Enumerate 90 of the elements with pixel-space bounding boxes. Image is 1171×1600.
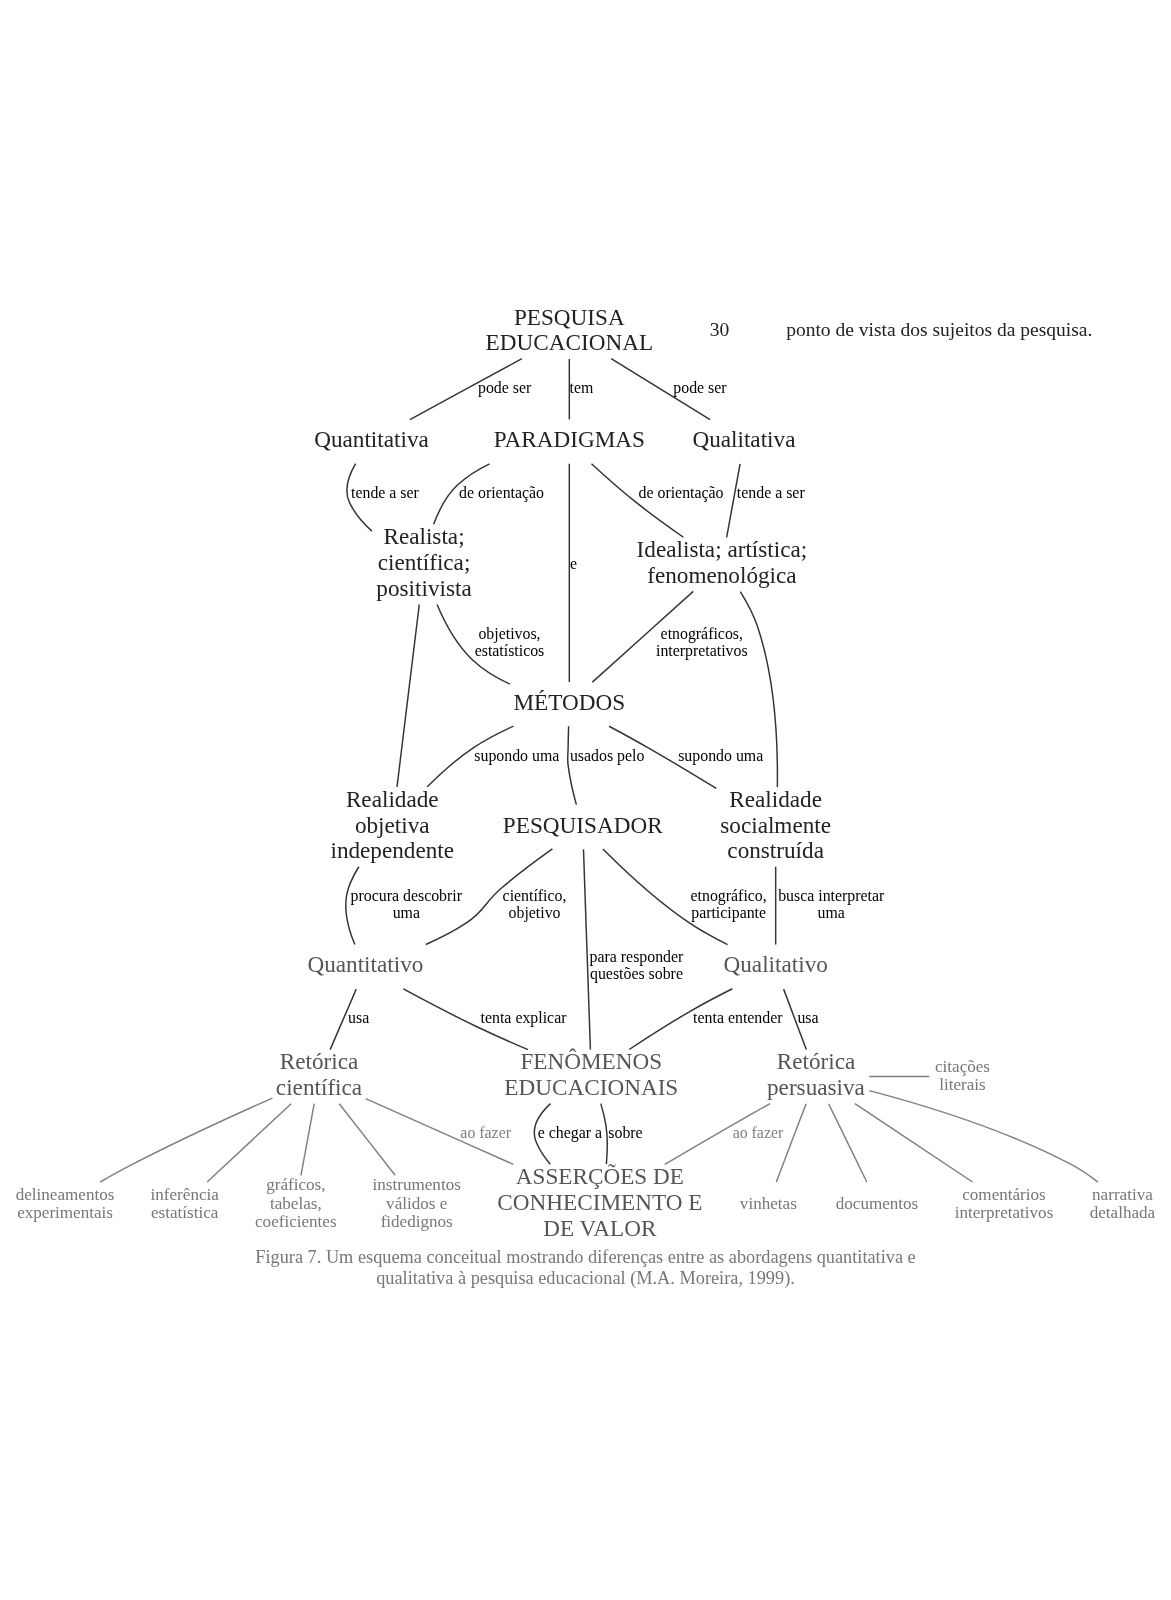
node-text: Realidade objetiva independente (330, 785, 455, 864)
connector (739, 590, 779, 788)
edge-label: supondo uma (474, 746, 560, 764)
connector (206, 1102, 292, 1183)
connector (775, 1102, 807, 1183)
connector (582, 848, 592, 1051)
edge-label: pode ser (477, 379, 532, 397)
edge-label: usa (348, 1009, 370, 1027)
node-text: Realidade socialmente construída (720, 785, 832, 864)
edge-label: tenta explicar (480, 1009, 567, 1027)
edge-label: etnográficos, interpretativos (656, 624, 748, 659)
connector (664, 1102, 771, 1166)
connector (600, 1102, 609, 1165)
edge-label: de orientação (638, 484, 724, 502)
connector (432, 463, 491, 526)
edge-label: ao fazer (732, 1124, 784, 1142)
edge-label: e chegar a (537, 1124, 603, 1142)
connector (568, 462, 571, 683)
node-text: Qualitativa (692, 426, 796, 453)
node-text: Quantitativa (314, 426, 429, 453)
connector (610, 357, 711, 421)
connector (608, 725, 718, 790)
edge-label: supondo uma (678, 746, 764, 764)
connector (338, 1102, 396, 1177)
connector (364, 1097, 515, 1166)
connector (99, 1097, 274, 1183)
connector (396, 603, 420, 788)
node-text: delineamentos experimentais (15, 1184, 115, 1222)
connector (409, 357, 523, 421)
node-text: FENÔMENOS EDUCACIONAIS (504, 1048, 679, 1101)
node-text: citações literais (934, 1056, 990, 1095)
node-text: Realista; científica; positivista (376, 523, 472, 601)
edge-label: usados pelo (569, 746, 645, 764)
connector (425, 848, 554, 946)
connector (868, 1089, 1099, 1183)
edge-label: tenta entender (693, 1009, 783, 1027)
edge-label: sobre (608, 1124, 643, 1142)
connector (628, 988, 734, 1051)
connector (566, 725, 578, 806)
connector (868, 1075, 931, 1078)
connector (568, 358, 571, 421)
node-text: comentários interpretativos (954, 1184, 1054, 1222)
edge-label: busca interpretar uma (778, 887, 885, 922)
label: 30 (709, 319, 730, 341)
node-text: Retórica persuasiva (767, 1048, 865, 1101)
connector (774, 866, 777, 946)
connector (436, 603, 511, 685)
edge-label: tende a ser (736, 484, 805, 502)
connector (533, 1102, 552, 1165)
node-text: PARADIGMAS (493, 426, 645, 453)
connector (725, 463, 741, 539)
label: ponto de vista dos sujeitos da pesquisa. (786, 319, 1093, 341)
node-text: gráficos, tabelas, coeficientes (255, 1175, 337, 1231)
node-text: Retórica científica (275, 1048, 363, 1101)
connector (591, 590, 694, 683)
connector (402, 988, 529, 1051)
connector (590, 463, 685, 538)
connector (300, 1102, 315, 1177)
node-text: PESQUISA EDUCACIONAL (485, 303, 654, 356)
edge-label: para responder questões sobre (589, 948, 684, 983)
connector (346, 463, 373, 532)
node-text: inferência estatística (150, 1184, 219, 1222)
connector (827, 1102, 868, 1183)
edge-label: científico, objetivo (502, 887, 567, 922)
edge-label: ao fazer (460, 1124, 511, 1142)
connector (602, 848, 729, 946)
node-text: Idealista; artística; fenomenológica (636, 536, 808, 588)
node-text: Quantitativo (307, 951, 424, 978)
edge-label: objetivos, estatísticos (474, 624, 545, 659)
edge-label: etnográfico, participante (690, 887, 767, 922)
edge-label: de orientação (459, 484, 545, 502)
node-text: ASSERÇÕES DE CONHECIMENTO E DE VALOR (497, 1163, 703, 1241)
edge-label: procura descobrir uma (350, 887, 463, 922)
connector (426, 725, 515, 788)
connector (329, 988, 357, 1051)
connector (345, 866, 360, 946)
node-text: Qualitativo (723, 951, 828, 978)
edge-label: e (570, 554, 578, 572)
node-text: PESQUISADOR (502, 811, 663, 838)
caption: Figura 7. Um esquema conceitual mostrando diferenças entre as abordagens quantitativa e qualitativa à pesquisa educacional (M.A. Moreira, 1999). (255, 1247, 916, 1289)
node-text: vinhetas (739, 1193, 797, 1213)
edge-label: usa (797, 1009, 819, 1027)
node-text: instrumentos válidos e fidedignos (372, 1175, 461, 1231)
node-text: MÉTODOS (513, 688, 626, 715)
connector (782, 988, 808, 1051)
edge-label: pode ser (673, 379, 727, 397)
node-text: narrativa detalhada (1089, 1184, 1156, 1222)
edge-label: tende a ser (351, 484, 419, 502)
connector (854, 1102, 974, 1183)
node-text: documentos (835, 1193, 919, 1213)
